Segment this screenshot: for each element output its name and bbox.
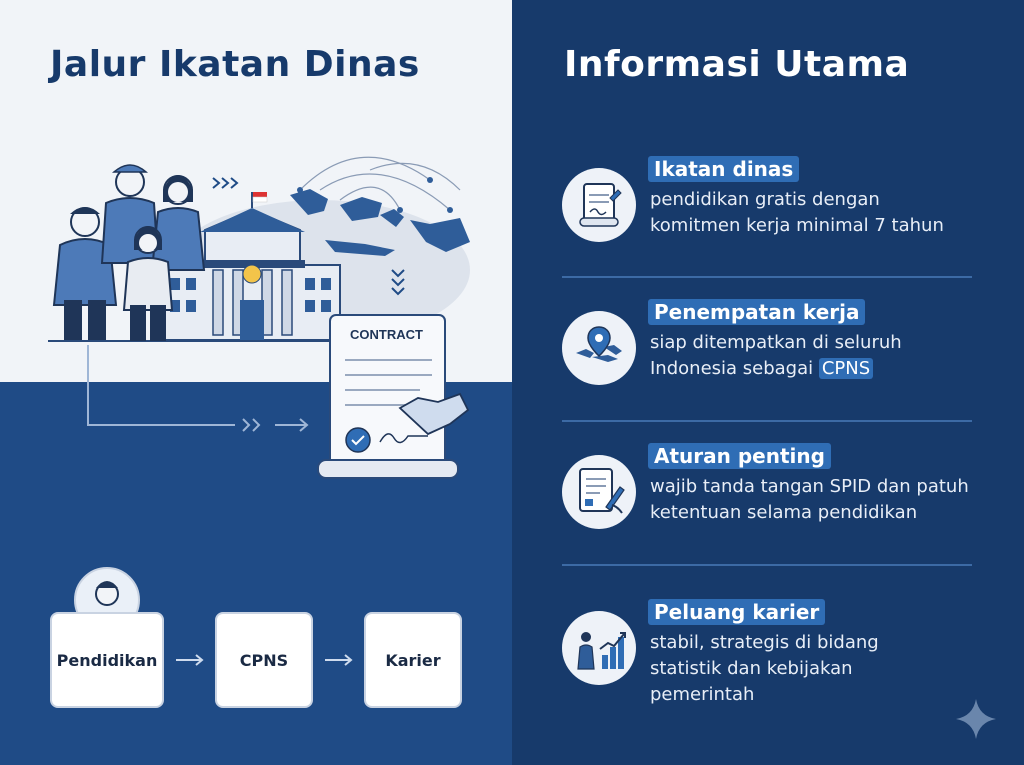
divider (562, 420, 972, 422)
step-label: CPNS (239, 650, 289, 670)
desc-line: wajib tanda tangan SPID dan patuh (650, 476, 969, 497)
info-item-ikatan-dinas: Ikatan dinas pendidikan gratis dengan ko… (562, 156, 1002, 248)
government-building-icon (159, 192, 341, 341)
item-title: Ikatan dinas (648, 156, 800, 182)
officers-group-icon (52, 164, 206, 341)
connector-line (87, 345, 235, 426)
divider (562, 564, 972, 566)
step-pendidikan: Pendidikan (50, 612, 164, 708)
desc-line: komitmen kerja minimal 7 tahun (650, 215, 944, 236)
desc-line: siap ditempatkan di seluruh (650, 332, 902, 353)
chevrons-down-icon (391, 269, 405, 296)
item-title: Peluang karier (648, 599, 826, 625)
officer-female (150, 175, 206, 271)
step-label: Pendidikan (56, 650, 158, 670)
right-title: Informasi Utama (564, 44, 910, 85)
contract-icon (562, 168, 636, 242)
desc-line: stabil, strategis di bidang (650, 632, 879, 653)
info-item-peluang-karier: Peluang karier stabil, strategis di bida… (562, 599, 1002, 711)
item-title: Aturan penting (648, 443, 831, 469)
divider (562, 276, 972, 278)
indonesia-map-icon (290, 189, 470, 256)
item-description: siap ditempatkan di seluruh Indonesia se… (650, 330, 1002, 382)
sparkle-icon (956, 699, 996, 739)
item-description: pendidikan gratis dengan komitmen kerja … (650, 187, 1002, 239)
desc-line: statistik dan kebijakan (650, 658, 853, 679)
map-pin-icon (562, 311, 636, 385)
desc-text: Indonesia sebagai (650, 358, 819, 379)
step-label: Karier (385, 650, 441, 670)
contract-label: CONTRACT (350, 327, 423, 342)
info-item-penempatan-kerja: Penempatan kerja siap ditempatkan di sel… (562, 299, 1002, 391)
step-arrows (176, 654, 353, 666)
growth-chart-icon (562, 611, 636, 685)
item-title: Penempatan kerja (648, 299, 866, 325)
map-connections-icon (299, 156, 461, 211)
signing-document-icon (562, 455, 636, 529)
item-description: wajib tanda tangan SPID dan patuh ketent… (650, 474, 1002, 526)
left-title: Jalur Ikatan Dinas (50, 44, 420, 85)
map-nodes (297, 177, 453, 213)
contract-document-icon (317, 314, 470, 479)
item-description: stabil, strategis di bidang statistik da… (650, 630, 1002, 708)
info-item-aturan-penting: Aturan penting wajib tanda tangan SPID d… (562, 443, 1002, 535)
officer-front (122, 226, 174, 341)
step-karier: Karier (364, 612, 462, 708)
chevrons-right-icon (212, 177, 239, 189)
arrow-right-icon (242, 418, 309, 432)
desc-line: Indonesia sebagai CPNS (650, 356, 1002, 382)
cpns-highlight: CPNS (818, 358, 874, 379)
desc-line: pendidikan gratis dengan (650, 189, 880, 210)
desc-line: ketentuan selama pendidikan (650, 502, 918, 523)
officer-left (52, 207, 118, 340)
desc-line: pemerintah (650, 684, 755, 705)
step-cpns: CPNS (215, 612, 313, 708)
